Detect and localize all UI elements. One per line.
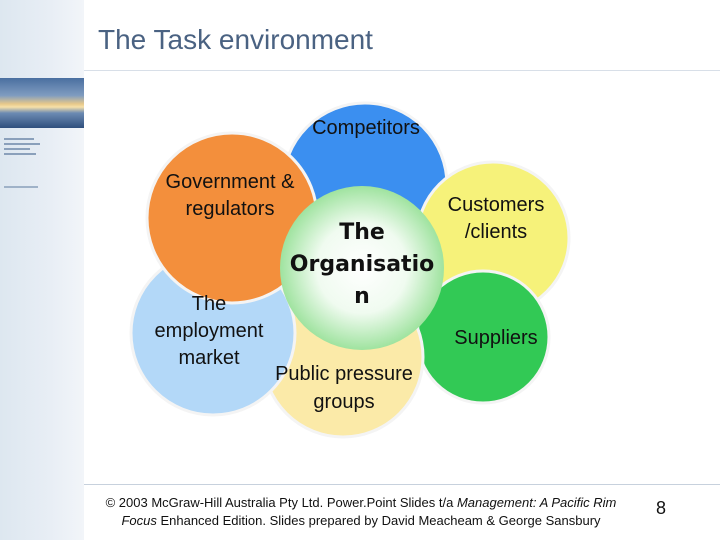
sidebar-panel xyxy=(0,0,84,540)
label-customers-line: /clients xyxy=(465,221,527,243)
label-organisation-line: The xyxy=(339,220,385,245)
slide-title: The Task environment xyxy=(98,24,373,55)
label-government-line: regulators xyxy=(186,198,275,220)
label-public-pressure-line: groups xyxy=(313,391,374,413)
footer-divider xyxy=(84,484,720,485)
label-employment-market-line: The xyxy=(192,293,226,315)
title-divider xyxy=(84,70,720,71)
label-customers: Customers/clients xyxy=(448,194,545,243)
label-customers-line: Customers xyxy=(448,194,545,216)
label-public-pressure: Public pressure groups xyxy=(275,363,413,413)
label-organisation-line: Organisatio xyxy=(290,252,434,277)
label-suppliers-line: Suppliers xyxy=(454,327,537,349)
label-employment-market-line: employment xyxy=(155,320,264,342)
label-government-line: Government & xyxy=(166,171,296,193)
circle-organisation-shape xyxy=(280,186,444,350)
label-suppliers: Suppliers xyxy=(454,327,537,349)
label-employment-market: The employment market xyxy=(155,293,264,369)
label-public-pressure-line: Public pressure xyxy=(275,363,413,385)
footer-text-post: Enhanced Edition. Slides prepared by Dav… xyxy=(156,513,601,528)
label-organisation-line: n xyxy=(354,284,370,309)
footer-text-pre: © 2003 McGraw-Hill Australia Pty Ltd. Po… xyxy=(105,495,457,510)
page-number: 8 xyxy=(656,498,667,518)
label-competitors: Competitors xyxy=(312,117,420,139)
circle-organisation xyxy=(280,186,444,350)
label-competitors-line: Competitors xyxy=(312,117,420,139)
sunset-photo-icon xyxy=(0,78,84,128)
copyright-footer: © 2003 McGraw-Hill Australia Pty Ltd. Po… xyxy=(96,494,626,540)
footer-book-title: Management: A Pacific Rim Focus xyxy=(121,495,617,528)
sidebar-divider xyxy=(4,186,38,188)
label-employment-market-line: market xyxy=(178,347,240,369)
publisher-logo-icon xyxy=(4,138,44,166)
label-government: Government & regulators xyxy=(166,171,296,220)
